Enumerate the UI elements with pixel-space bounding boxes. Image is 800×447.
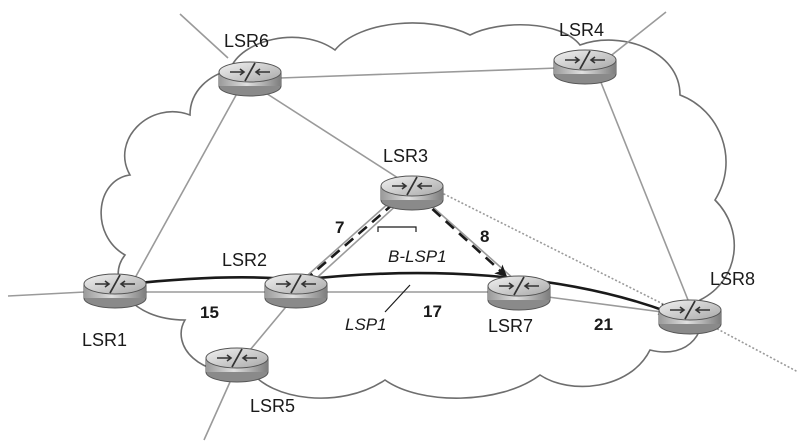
label-lsr1: LSR1 [82,330,127,350]
link-lsr4-lsr8 [599,79,691,306]
label-lsr2: LSR2 [222,250,267,270]
link-lsr7-lsr8 [547,296,663,313]
link-lsr3-lsr8 [439,191,666,306]
link-lsr6-lsr3 [257,87,399,179]
label-number-21: 21 [594,315,613,334]
label-lsr8: LSR8 [710,269,755,289]
label-number-8: 8 [480,227,489,246]
network-cloud [100,22,736,399]
router-lsr4 [553,49,617,85]
link-lsr1-lsr6 [134,87,241,279]
link-lsr8-right [709,324,799,373]
label-number-7: 7 [335,218,344,237]
label-number-17: 17 [423,302,442,321]
label-lsr5: LSR5 [250,396,295,416]
link-lsr3-lsr2-a [299,201,391,283]
link-lsr4-top [607,11,667,59]
link-lsr1-left [7,291,86,297]
link-lsr2-lsr5 [244,301,291,357]
label-lsr7: LSR7 [488,316,533,336]
router-lsr1 [83,273,147,309]
link-lsr5-bottom [203,381,231,441]
label-lsr6: LSR6 [224,31,269,51]
label-lsr3: LSR3 [383,146,428,166]
blsp1-leader [377,226,417,232]
router-lsr6 [218,61,282,97]
link-lsr3-lsr2-b [309,201,401,285]
label-number-15: 15 [200,303,219,322]
link-lsr6-lsr4 [279,67,559,79]
lsp1-path [119,271,671,315]
label-lsr4: LSR4 [559,20,604,40]
link-lsr3-lsr7 [424,199,516,281]
router-lsr5 [205,347,269,383]
blsp1-label: B-LSP1 [388,247,447,266]
lsp1-leader [384,284,411,313]
router-lsr8 [658,299,722,335]
links [7,11,799,441]
router-lsr3 [380,175,444,211]
router-lsr2 [264,273,328,309]
router-lsr7 [487,275,551,311]
link-lsr6-top [179,13,229,59]
lsp1-label: LSP1 [345,315,387,334]
